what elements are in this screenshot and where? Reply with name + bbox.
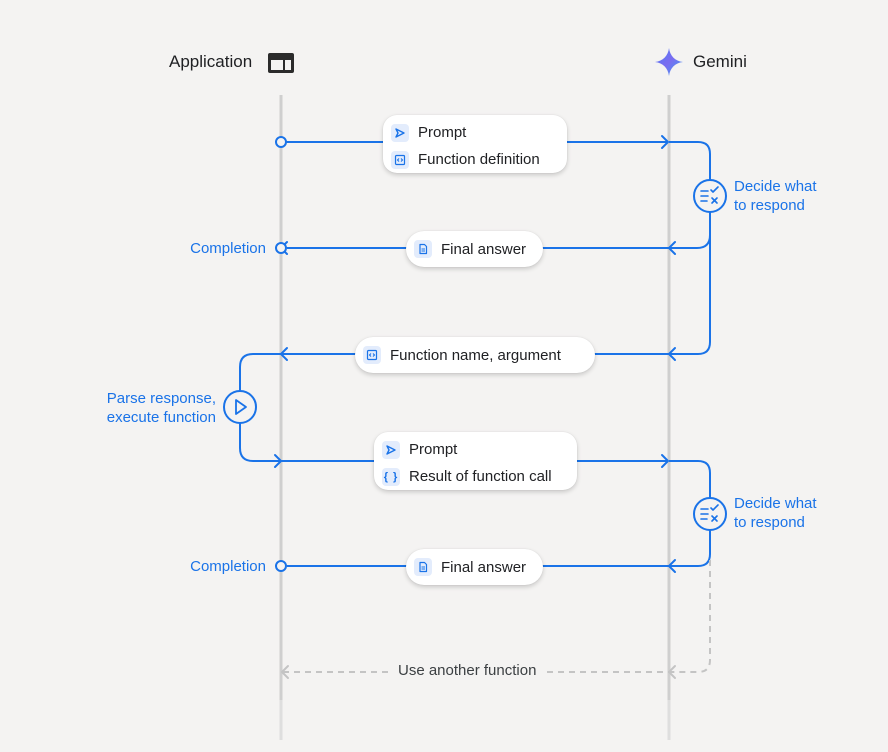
decide-1-label: Decide what to respond — [734, 177, 817, 215]
decision-list-icon — [693, 497, 727, 531]
parse-line-2: execute function — [106, 409, 216, 426]
decide-2-line-1: Decide what — [734, 495, 817, 512]
use-another-function-arrowhead-gemini — [668, 665, 676, 679]
decide-1-line-1: Decide what — [734, 178, 817, 195]
decide-2-label: Decide what to respond — [734, 494, 817, 532]
completion-1-label: Completion — [190, 240, 266, 257]
request-start-dot — [275, 136, 287, 148]
send-arrow-icon — [382, 440, 400, 459]
code-icon — [363, 346, 381, 364]
function-call-arrowhead-gemini — [668, 347, 676, 361]
use-another-function-arrowhead — [281, 665, 289, 679]
document-icon — [414, 558, 432, 576]
result-message-card: Prompt { } Result of function call — [374, 432, 577, 490]
use-another-function-label: Use another function — [392, 662, 543, 679]
function-call-card: Function name, argument — [355, 337, 595, 373]
function-definition-label: Function definition — [418, 151, 540, 168]
gemini-loop-2-dashed — [669, 560, 711, 673]
completion-2-label: Completion — [190, 558, 266, 575]
window-icon — [268, 53, 294, 73]
final-answer-1-arrowhead — [668, 241, 676, 255]
play-icon — [223, 390, 257, 424]
result-of-function-call-label: Result of function call — [409, 468, 552, 485]
application-header: Application — [169, 52, 253, 71]
completion-1-dot — [275, 242, 287, 254]
function-name-argument-label: Function name, argument — [390, 346, 561, 364]
final-answer-1-label: Final answer — [441, 240, 527, 258]
gemini-header: Gemini — [693, 52, 747, 71]
parse-execute-label: Parse response, execute function — [107, 389, 216, 427]
final-answer-2-label: Final answer — [441, 558, 527, 576]
final-answer-2-card: Final answer — [406, 549, 543, 585]
decision-list-icon — [693, 179, 727, 213]
decide-1-line-2: to respond — [734, 197, 805, 214]
result-arrowhead — [661, 454, 669, 468]
gemini-loop-1-branch — [669, 235, 711, 355]
final-answer-2-arrowhead-gemini — [668, 559, 676, 573]
decide-2-line-2: to respond — [734, 514, 805, 531]
request-message-card: Prompt Function definition — [383, 115, 567, 173]
gemini-sparkle-icon — [655, 48, 683, 76]
request-arrowhead — [661, 135, 669, 149]
request-prompt-label: Prompt — [418, 124, 467, 141]
final-answer-1-card: Final answer — [406, 231, 543, 267]
completion-2-dot — [275, 560, 287, 572]
send-arrow-icon — [391, 123, 409, 142]
parse-line-1: Parse response, — [106, 390, 216, 407]
followup-prompt-label: Prompt — [409, 441, 458, 458]
curly-braces-icon: { } — [382, 467, 400, 486]
code-icon — [391, 150, 409, 169]
document-icon — [414, 240, 432, 258]
